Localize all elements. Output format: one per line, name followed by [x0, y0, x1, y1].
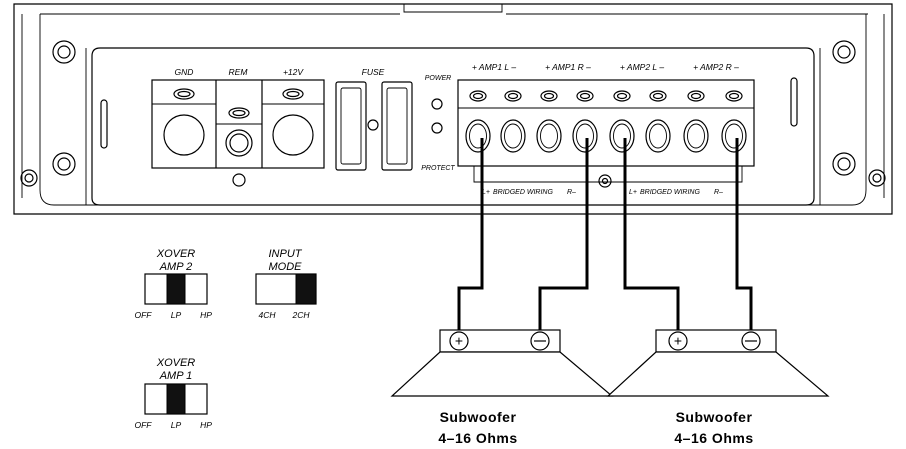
positive-terminal-icon: + [668, 331, 688, 351]
bridged-wiring-label: BRIDGED WIRING [640, 189, 700, 196]
vent-slot [790, 77, 798, 127]
wire-sub1-positive [457, 138, 484, 340]
fuse-label: FUSE [362, 67, 385, 77]
side-mount-screw-icon [20, 169, 38, 187]
status-leds: POWER PROTECT [421, 75, 455, 172]
fuse-screw-icon [367, 119, 379, 131]
xover-amp1-title: XOVER [156, 357, 196, 369]
wire-sub2-negative [735, 138, 753, 340]
corner-screw-icon [52, 152, 76, 176]
plus12v-label: +12V [283, 67, 304, 77]
gnd-label: GND [175, 67, 194, 77]
speaker-output-terminal[interactable] [572, 90, 598, 153]
plus12v-terminal[interactable] [272, 88, 314, 156]
option-2ch: 2CH [291, 310, 310, 320]
amplifier-chassis [13, 3, 893, 215]
gnd-terminal[interactable] [163, 88, 205, 156]
negative-terminal-icon [530, 331, 550, 351]
xover-amp2-switch-group: XOVER AMP 2 OFF LP HP [135, 248, 213, 320]
speaker-output-terminal[interactable] [465, 90, 491, 153]
speaker-output-terminal[interactable] [721, 90, 747, 153]
fuse-icon[interactable] [381, 81, 413, 171]
rem-terminal[interactable] [225, 107, 253, 157]
xover-amp2-subtitle: AMP 2 [159, 261, 193, 273]
power-led-label: POWER [425, 75, 451, 82]
speaker-output-block: + AMP1 L – + AMP1 R – + AMP2 L – + AMP2 … [457, 62, 755, 196]
svg-text:+: + [455, 333, 463, 349]
bridged-plus-label: L+ [482, 189, 490, 196]
option-hp: HP [200, 310, 212, 320]
svg-text:+: + [674, 333, 682, 349]
fuse-icon[interactable] [335, 81, 367, 171]
bridged-wiring-label: BRIDGED WIRING [493, 189, 553, 196]
option-lp: LP [171, 420, 182, 430]
protect-led-icon [431, 122, 443, 134]
option-off: OFF [135, 310, 153, 320]
side-mount-screw-icon [868, 169, 886, 187]
positive-terminal-icon: + [449, 331, 469, 351]
input-mode-subtitle: MODE [269, 261, 303, 273]
amp1-right-label: + AMP1 R – [545, 62, 591, 72]
subwoofer-name: Subwoofer [440, 409, 517, 425]
wire-sub1-negative [538, 138, 589, 340]
bridged-minus-label: R– [567, 189, 576, 196]
output-block-screw-icon [598, 174, 612, 188]
amp1-left-label: + AMP1 L – [472, 62, 516, 72]
xover-amp1-switch-group: XOVER AMP 1 OFF LP HP [135, 357, 213, 430]
wire-sub2-positive [623, 138, 680, 340]
subwoofer-impedance: 4–16 Ohms [674, 430, 753, 446]
xover-amp1-switch[interactable] [144, 383, 208, 415]
subwoofer-impedance: 4–16 Ohms [438, 430, 517, 446]
corner-screw-icon [832, 152, 856, 176]
negative-terminal-icon [741, 331, 761, 351]
power-led-icon [431, 98, 443, 110]
power-terminal-block: GND REM +12V [151, 67, 325, 187]
input-mode-title: INPUT [269, 248, 303, 260]
input-mode-switch-group: INPUT MODE 4CH 2CH [255, 248, 317, 320]
speaker-output-terminal[interactable] [536, 90, 562, 153]
protect-led-label: PROTECT [421, 165, 455, 172]
speaker-output-terminal[interactable] [645, 90, 671, 153]
rem-label: REM [229, 67, 249, 77]
amp2-right-label: + AMP2 R – [693, 62, 739, 72]
amp2-left-label: + AMP2 L – [620, 62, 664, 72]
speaker-output-terminal[interactable] [609, 90, 635, 153]
speaker-wires [457, 138, 753, 340]
bridged-minus-label: R– [714, 189, 723, 196]
option-hp: HP [200, 420, 212, 430]
option-4ch: 4CH [258, 310, 276, 320]
corner-screw-icon [832, 40, 856, 64]
input-mode-switch[interactable] [255, 273, 317, 305]
speaker-output-terminal[interactable] [683, 90, 709, 153]
corner-screw-icon [52, 40, 76, 64]
vent-slot [100, 99, 108, 149]
xover-amp2-switch[interactable] [144, 273, 208, 305]
xover-amp1-subtitle: AMP 1 [159, 370, 193, 382]
xover-amp2-title: XOVER [156, 248, 196, 260]
option-off: OFF [135, 420, 153, 430]
subwoofer-2: + Subwoofer 4–16 Ohms [606, 329, 830, 446]
subwoofer-1: + Subwoofer 4–16 Ohms [390, 329, 614, 446]
mount-hole [232, 173, 246, 187]
subwoofer-name: Subwoofer [676, 409, 753, 425]
fuse-holder: FUSE [335, 67, 413, 171]
bridged-plus-label: L+ [629, 189, 637, 196]
speaker-output-terminal[interactable] [500, 90, 526, 153]
option-lp: LP [171, 310, 182, 320]
